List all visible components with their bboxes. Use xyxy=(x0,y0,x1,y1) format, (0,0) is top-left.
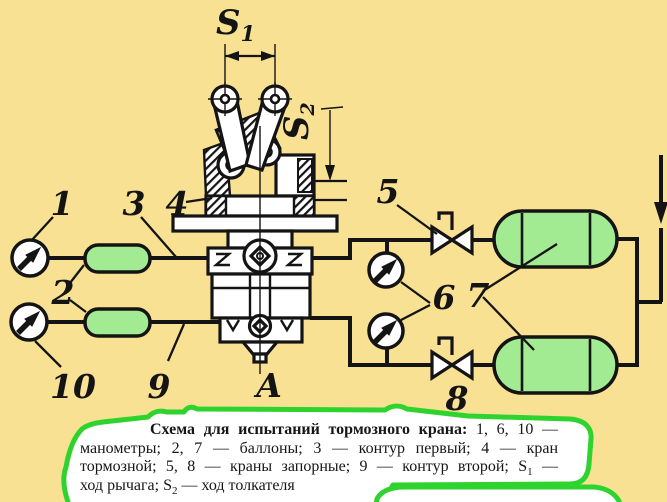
label-1: 1 xyxy=(51,184,74,223)
pressure-gauge-6b xyxy=(367,312,405,350)
air-supply-arrow xyxy=(654,155,667,302)
pressure-gauge-1 xyxy=(10,238,50,278)
s2-label: S2 xyxy=(277,102,319,140)
label-6: 6 xyxy=(433,278,456,317)
item-labels: 1 3 4 5 2 6 7 10 9 A 8 xyxy=(50,172,489,418)
label-8: 8 xyxy=(445,379,469,418)
port-mark-right xyxy=(284,252,305,267)
dimension-s1: S1 xyxy=(216,3,276,85)
valve-mid-section xyxy=(210,272,312,320)
label-10: 10 xyxy=(50,367,96,406)
air-tank-7b xyxy=(492,335,619,395)
balloon-2b xyxy=(83,307,152,338)
leader-lines xyxy=(30,196,558,368)
brake-valve-assembly xyxy=(171,80,339,374)
air-tank-7a xyxy=(492,209,619,269)
caption-line-4: ход рычага; S2 — ход толкателя xyxy=(80,477,295,498)
pipes xyxy=(47,237,662,367)
label-7: 7 xyxy=(467,276,490,315)
caption: Схема для испытаний тормозного крана: 1,… xyxy=(80,421,559,498)
label-a: A xyxy=(253,366,282,405)
dimension-s2: S2 xyxy=(277,102,347,202)
port-mark-left xyxy=(212,252,233,267)
label-2: 2 xyxy=(51,273,75,312)
pressure-gauge-6a xyxy=(367,251,405,289)
pipe-contour-second-right xyxy=(310,316,432,367)
mounting-plate xyxy=(171,214,339,233)
caption-title: Схема для испытаний тормозного крана: xyxy=(150,421,468,438)
pressure-gauge-10 xyxy=(9,302,49,342)
caption-frame xyxy=(61,403,622,502)
pipe-contour-first-right xyxy=(310,238,432,260)
s1-label: S1 xyxy=(216,3,255,46)
caption-line-1: Схема для испытаний тормозного крана: 1,… xyxy=(150,421,558,438)
caption-line-3: тормозной; 5, 8 — краны запорные; 9 — ко… xyxy=(80,458,559,479)
label-5: 5 xyxy=(377,172,400,211)
balloon-2a xyxy=(83,243,152,274)
label-3: 3 xyxy=(123,184,146,223)
label-4: 4 xyxy=(166,184,189,223)
caption-line-2: манометры; 2, 7 — баллоны; 3 — контур пе… xyxy=(80,439,558,457)
caption-frame-lower xyxy=(373,484,622,502)
label-9: 9 xyxy=(148,367,171,406)
